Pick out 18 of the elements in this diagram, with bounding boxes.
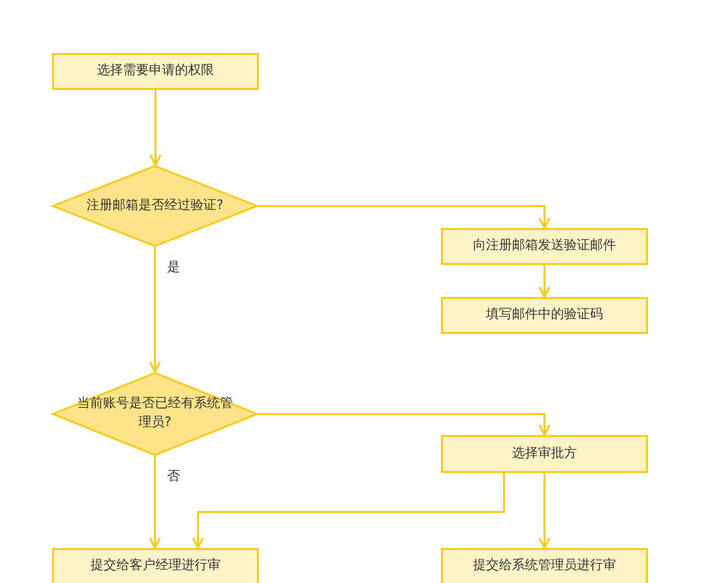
process-box: 向注册邮箱发送验证邮件: [441, 228, 648, 265]
process-box: 填写邮件中的验证码: [441, 297, 648, 334]
arrow: [192, 473, 505, 549]
process-box: 提交给系统管理员进行审: [441, 548, 648, 583]
arrow: [149, 247, 161, 373]
edge-label: 是: [166, 258, 181, 276]
arrow: [149, 456, 161, 549]
decision-diamond: 注册邮箱是否经过验证?: [52, 165, 258, 247]
process-box: 选择审批方: [441, 435, 648, 473]
process-box: 提交给客户经理进行审: [52, 548, 259, 583]
arrow: [538, 473, 550, 549]
decision-diamond: 当前账号是否已经有系统管理员?: [52, 372, 258, 456]
arrow: [258, 205, 550, 229]
arrow: [538, 265, 550, 298]
arrow: [258, 413, 550, 436]
edge-label: 否: [166, 467, 181, 485]
process-box: 选择需要申请的权限: [52, 53, 259, 90]
arrow: [150, 90, 162, 166]
